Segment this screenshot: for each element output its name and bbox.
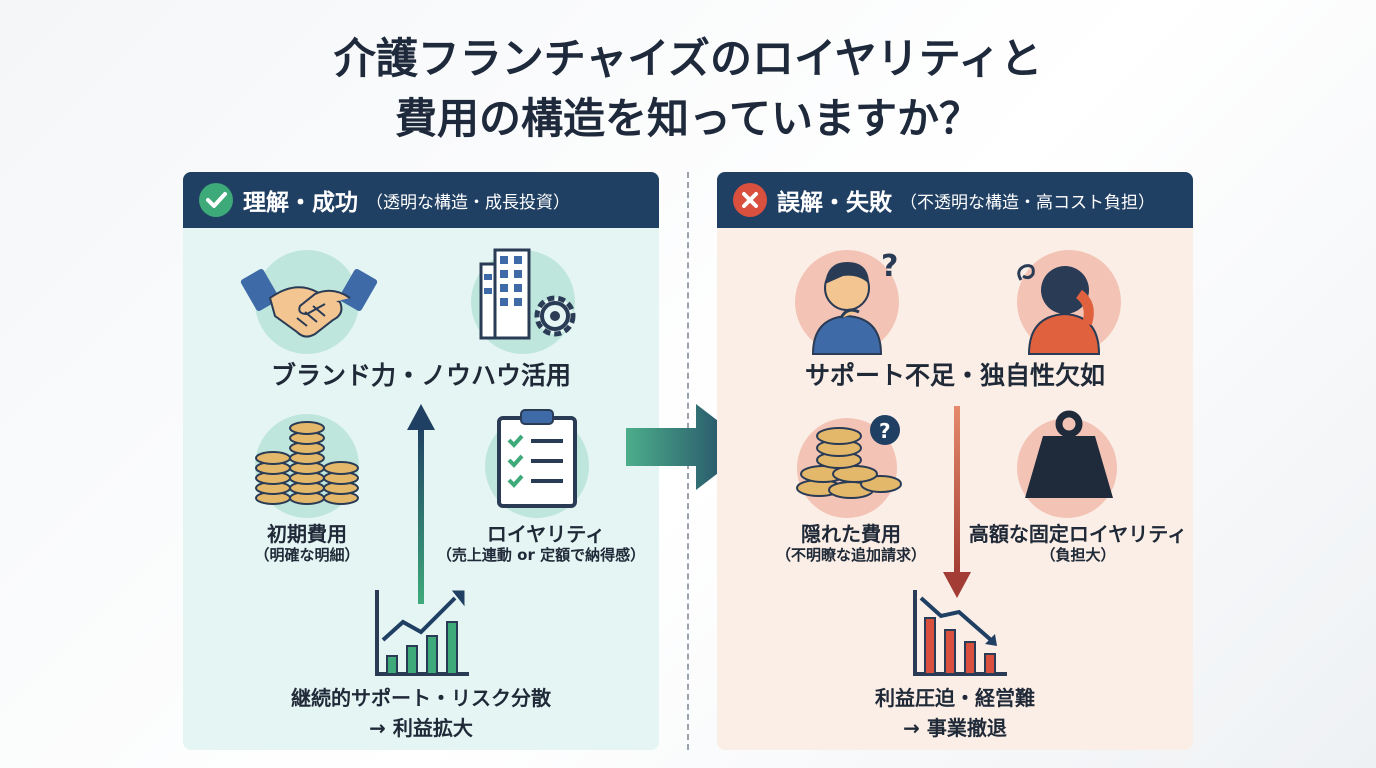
- failure-panel-header: 誤解・失敗 （不透明な構造・高コスト負担）: [717, 172, 1193, 228]
- down-arrow-icon: [943, 406, 971, 598]
- handshake-icon: [240, 269, 378, 338]
- weight-icon: [1025, 410, 1113, 498]
- clipboard-icon: [497, 409, 577, 508]
- royalty-label: ロイヤリティ: [486, 522, 606, 546]
- up-arrow-icon: [407, 404, 435, 604]
- support-label: サポート不足・独自性欠如: [804, 361, 1105, 390]
- growth-chart-icon: [375, 590, 469, 676]
- success-header-title: 理解・成功: [243, 190, 358, 216]
- x-icon: [733, 183, 767, 217]
- failure-header-subtitle: （不透明な構造・高コスト負担）: [900, 192, 1155, 213]
- confused-person-icon: ?: [811, 249, 898, 355]
- hidden-cost-sub: （不明瞭な追加請求）: [775, 546, 926, 564]
- page-title-line1: 介護フランチャイズのロイヤリティと: [333, 34, 1043, 83]
- building-gear-icon: [479, 248, 576, 340]
- success-panel-header: 理解・成功 （透明な構造・成長投資）: [183, 172, 659, 228]
- success-result-line1: 継続的サポート・リスク分散: [291, 686, 551, 710]
- failure-result-line2: → 事業撤退: [903, 716, 1007, 740]
- hidden-coins-icon: ?: [796, 415, 902, 499]
- decline-chart-icon: [913, 590, 1007, 676]
- royalty-sub: （売上連動 or 定額で納得感）: [436, 546, 646, 564]
- fixed-royalty-sub: （負担大）: [1040, 546, 1116, 564]
- check-icon: [199, 183, 233, 217]
- initial-cost-sub: （明確な明細）: [254, 546, 360, 564]
- failure-panel: 誤解・失敗 （不透明な構造・高コスト負担） ? サポート不足・独自性欠如 ?: [717, 172, 1193, 750]
- success-panel: 理解・成功 （透明な構造・成長投資） ブランド力・ノウハウ活用: [183, 172, 659, 750]
- coins-icon: [255, 421, 359, 505]
- failure-header-title: 誤解・失敗: [777, 190, 892, 216]
- success-result-line2: → 利益拡大: [369, 716, 473, 740]
- svg-text:?: ?: [881, 249, 898, 284]
- brand-label: ブランド力・ノウハウ活用: [270, 361, 571, 390]
- fixed-royalty-label: 高額な固定ロイヤリティ: [968, 522, 1188, 546]
- stressed-person-icon: [1017, 264, 1101, 355]
- svg-text:?: ?: [879, 419, 891, 443]
- success-header-subtitle: （透明な構造・成長投資）: [366, 192, 570, 213]
- initial-cost-label: 初期費用: [267, 522, 347, 546]
- hidden-cost-label: 隠れた費用: [801, 522, 901, 546]
- page-title-line2: 費用の構造を知っていますか？: [395, 94, 981, 143]
- failure-result-line1: 利益圧迫・経営難: [875, 686, 1035, 710]
